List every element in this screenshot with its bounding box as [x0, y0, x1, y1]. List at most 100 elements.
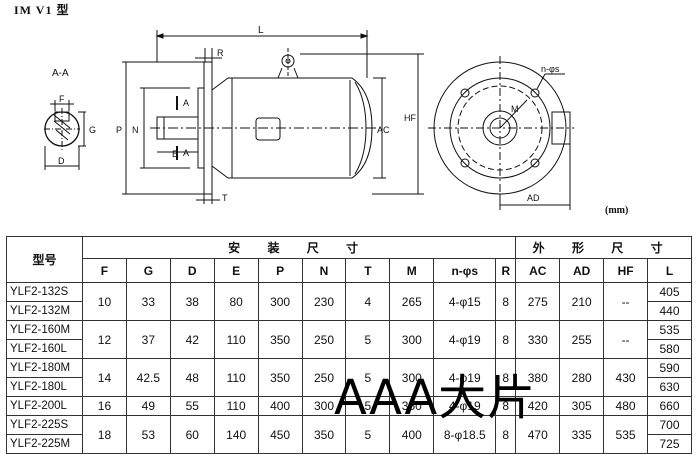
document-title: IM V1 型	[14, 3, 70, 17]
column-header: M	[389, 258, 435, 283]
dim-label-f: F	[59, 94, 65, 104]
value-cell: 250	[301, 320, 347, 359]
length-cell: 405	[647, 282, 692, 302]
value-cell: 12	[82, 320, 127, 359]
value-cell: 8	[495, 320, 517, 359]
value-cell: 280	[559, 358, 605, 397]
value-cell: 305	[559, 396, 605, 416]
value-cell: 230	[301, 282, 347, 321]
value-cell: 330	[515, 320, 561, 359]
value-cell: 5	[345, 320, 391, 359]
value-cell: 265	[389, 282, 435, 321]
model-cell: YLF2-160L	[6, 339, 83, 359]
length-cell: 440	[647, 301, 692, 321]
model-cell: YLF2-160M	[6, 320, 83, 340]
column-header: L	[647, 258, 692, 283]
value-cell: 48	[169, 358, 215, 397]
dim-label-n: N	[132, 125, 139, 135]
install-dimensions-header: 安 装 尺 寸	[81, 236, 517, 259]
length-cell: 660	[647, 396, 692, 416]
column-header: G	[125, 258, 171, 283]
dim-label-hf: HF	[404, 113, 416, 123]
value-cell: 4-φ15	[433, 282, 497, 321]
value-cell: 8	[495, 282, 517, 321]
column-header: P	[257, 258, 303, 283]
value-cell: 42.5	[125, 358, 171, 397]
value-cell: 33	[125, 282, 171, 321]
value-cell: 16	[82, 396, 127, 416]
table-row: YLF2-132M 440	[6, 301, 692, 321]
value-cell: 4-φ19	[433, 320, 497, 359]
table-row: YLF2-160L 580	[6, 339, 692, 359]
dim-label-t: T	[222, 193, 228, 203]
shaft-section-view: A-A F G D	[44, 68, 96, 170]
dim-label-r: R	[217, 48, 224, 58]
value-cell: 14	[82, 358, 127, 397]
value-cell: 8-φ18.5	[433, 415, 497, 454]
motor-dimension-drawing: A-A F G D L R	[44, 25, 574, 210]
value-cell: 37	[125, 320, 171, 359]
column-header: AD	[559, 258, 605, 283]
length-cell: 725	[647, 434, 692, 454]
length-cell: 590	[647, 358, 692, 378]
value-cell: --	[603, 282, 649, 321]
column-header: n-φs	[433, 258, 497, 283]
value-cell: 300	[301, 396, 347, 416]
value-cell: 8	[495, 358, 517, 397]
value-cell: 350	[257, 358, 303, 397]
section-mark-bottom: A	[183, 148, 189, 158]
value-cell: 140	[213, 415, 259, 454]
model-cell: YLF2-200L	[6, 396, 83, 416]
dim-label-ac: AC	[377, 125, 390, 135]
value-cell: 300	[389, 320, 435, 359]
value-cell: 110	[213, 358, 259, 397]
value-cell: 10	[82, 282, 127, 321]
model-cell: YLF2-180M	[6, 358, 83, 378]
value-cell: 480	[603, 396, 649, 416]
outline-dimensions-header: 外 形 尺 寸	[515, 236, 692, 259]
value-cell: 4-φ19	[433, 396, 497, 416]
value-cell: 110	[213, 320, 259, 359]
column-header: E	[213, 258, 259, 283]
model-cell: YLF2-132M	[6, 301, 83, 321]
value-cell: 430	[603, 358, 649, 397]
column-header: HF	[603, 258, 649, 283]
column-header: R	[495, 258, 517, 283]
length-cell: 580	[647, 339, 692, 359]
watermark-text: AAA大片	[334, 370, 537, 426]
value-cell: 60	[169, 415, 215, 454]
model-header: 型号	[6, 236, 83, 283]
motor-end-view: M n-φs AD	[428, 56, 574, 210]
value-cell: 300	[257, 282, 303, 321]
dim-label-l: L	[258, 25, 264, 36]
value-cell: 400	[389, 415, 435, 454]
value-cell: 53	[125, 415, 171, 454]
value-cell: 255	[559, 320, 605, 359]
value-cell: 55	[169, 396, 215, 416]
dim-label-ns: n-φs	[541, 64, 560, 74]
model-cell: YLF2-132S	[6, 282, 83, 302]
value-cell: 4	[345, 282, 391, 321]
dim-label-m: M	[511, 104, 519, 114]
unit-label: (mm)	[605, 205, 629, 216]
dim-label-e: E	[172, 149, 178, 159]
value-cell: 42	[169, 320, 215, 359]
motor-side-view: L R P N A A E T	[116, 25, 424, 204]
dim-label-ad: AD	[527, 193, 540, 203]
length-cell: 700	[647, 415, 692, 435]
value-cell: 335	[559, 415, 605, 454]
value-cell: 18	[82, 415, 127, 454]
model-cell: YLF2-180L	[6, 377, 83, 397]
value-cell: 350	[257, 320, 303, 359]
value-cell: 210	[559, 282, 605, 321]
value-cell: 110	[213, 396, 259, 416]
model-cell: YLF2-225M	[6, 434, 83, 454]
column-header: T	[345, 258, 391, 283]
